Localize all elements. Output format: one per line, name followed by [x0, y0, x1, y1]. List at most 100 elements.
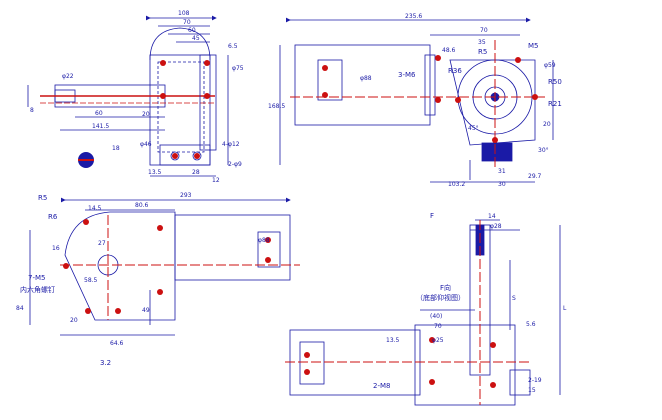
dim-29-7: 29.7 [528, 173, 542, 180]
dim-18: 18 [112, 145, 120, 152]
foot-bottom [509, 369, 531, 396]
view-front-top-right [279, 17, 554, 183]
view3-centre-marks [63, 219, 271, 314]
dim-64: 64.6 [110, 340, 124, 347]
dim-103: 103.2 [448, 181, 465, 188]
view4-centre-marks [304, 337, 496, 388]
gearbox-arc-top [149, 27, 211, 61]
centre-mark [204, 60, 210, 66]
label-r36: R36 [448, 67, 462, 75]
view3-labels: 293 80.6 14.5 R5 R6 27 16 58.5 7-M5 内六角螺… [16, 192, 270, 367]
gearbox-body-outline [149, 54, 211, 166]
dim-45: 45 [192, 35, 200, 42]
label-hex-socket: 内六角螺钉 [20, 285, 55, 294]
dim-phi46: φ46 [140, 141, 152, 148]
centre-mark [194, 153, 200, 159]
label-m6: 3-M6 [398, 71, 416, 79]
dim-6-5: 6.5 [228, 43, 238, 50]
dim-13-5: 13.5 [386, 337, 400, 344]
dim-5-6: 5.6 [526, 321, 536, 328]
label-7-m5: 7-M5 [28, 274, 45, 282]
gearbox-bottom [414, 324, 516, 406]
dim-20: 20 [543, 121, 551, 128]
dim-168: 168.5 [268, 103, 285, 110]
dim-235: 235.6 [405, 13, 422, 20]
mount-hole-2 [192, 151, 202, 161]
dim-4-12: 4-φ12 [222, 141, 240, 148]
label-f-view: F向 [440, 283, 451, 292]
dim-13-5: 13.5 [148, 169, 162, 176]
dim-20: 20 [142, 111, 150, 118]
view1-labels: 108 70 60 45 6.5 φ75 φ22 8 60 141.5 20 1… [30, 10, 244, 184]
dim-phi25: φ25 [432, 337, 444, 344]
centre-mark [265, 257, 271, 263]
centre-mark [322, 92, 328, 98]
dim-s: S [512, 295, 516, 302]
centre-mark [532, 94, 538, 100]
base-foot [481, 142, 513, 162]
dim-2-19: 2-19 [528, 377, 542, 384]
dim-35: 35 [478, 39, 486, 46]
terminal-box-plan [257, 231, 281, 268]
dim-70b: 70 [480, 27, 488, 34]
centre-mark [160, 60, 166, 66]
dim-12: 12 [212, 177, 220, 184]
centre-mark [157, 289, 163, 295]
centre-mark [322, 65, 328, 71]
view2-centre-marks [322, 55, 538, 143]
label-bottom-view: （底部仰视图） [416, 293, 465, 302]
view-bottom-bottom-right [289, 219, 561, 406]
dim-48-6: 48.6 [442, 47, 456, 54]
label-r6: R6 [48, 213, 58, 221]
centre-mark [85, 308, 91, 314]
centre-mark [160, 93, 166, 99]
view-plan-bottom-left [29, 197, 291, 336]
motor-body-plan [174, 214, 291, 281]
centre-mark [265, 237, 271, 243]
centre-mark [63, 263, 69, 269]
centre-mark [429, 337, 435, 343]
mount-hole-1 [170, 151, 180, 161]
view1-centre-marks [78, 60, 210, 168]
centre-mark [515, 57, 521, 63]
centre-mark [304, 369, 310, 375]
dim-70: 70 [183, 19, 191, 26]
dim-14-5: 14.5 [88, 205, 102, 212]
label-r50: R50 [548, 78, 562, 86]
dim-60: 60 [188, 27, 196, 34]
centre-mark [490, 382, 496, 388]
terminal-box-bottom [299, 341, 325, 385]
dim-28: 28 [192, 169, 200, 176]
centre-mark [172, 153, 178, 159]
centre-mark [492, 137, 498, 143]
view-side-top-left [27, 15, 229, 177]
dim-80: 80.6 [135, 202, 149, 209]
dim-141: 141.5 [92, 123, 109, 130]
view2-labels: 235.6 70 35 48.6 R5 M5 φ59 R50 R21 20 R3… [268, 13, 562, 188]
dim-88b: φ88 [258, 237, 270, 244]
motor-body [294, 44, 431, 126]
label-2-m8: 2-M8 [373, 382, 390, 390]
dim-58: 58.5 [84, 277, 98, 284]
centre-mark [157, 225, 163, 231]
dim-60b: 60 [95, 110, 103, 117]
dim-49: 49 [142, 307, 150, 314]
terminal-box [317, 59, 343, 101]
centre-mark [429, 379, 435, 385]
dim-108: 108 [178, 10, 190, 17]
dim-phi22: φ22 [62, 73, 74, 80]
dim-8: 8 [30, 107, 34, 114]
gearbox-outline [449, 59, 536, 146]
centre-mark [435, 97, 441, 103]
dim-20: 20 [70, 317, 78, 324]
view4-labels: F 14 φ28 F向 （底部仰视图） (40) 70 S L 5.6 13.5… [373, 212, 567, 394]
dim-l: L [563, 305, 567, 312]
dim-40: (40) [430, 313, 442, 320]
flange [199, 54, 217, 151]
dim-angle: 30° [538, 147, 549, 154]
dim-30: 30 [498, 181, 506, 188]
dim-70: 70 [434, 323, 442, 330]
dim-phi75: φ75 [232, 65, 244, 72]
